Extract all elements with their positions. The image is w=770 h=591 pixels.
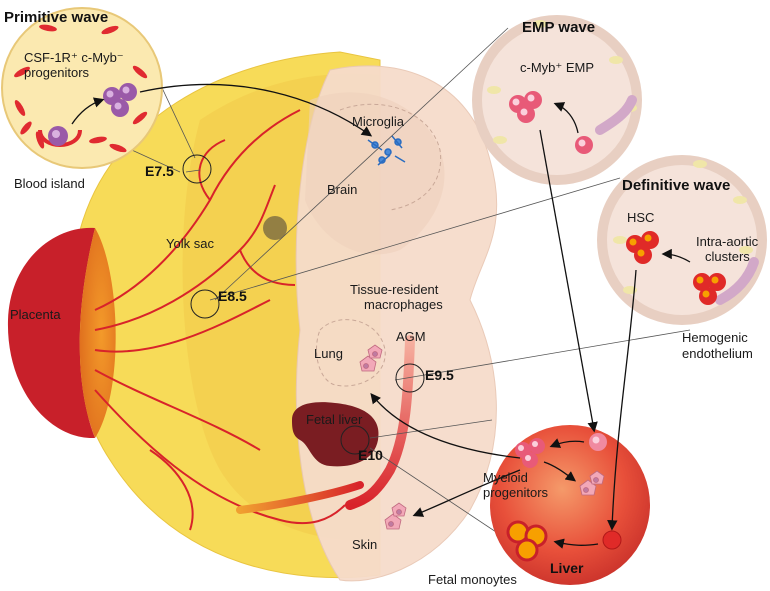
csf-progenitors-label-1: CSF-1R⁺ c-Myb⁻ <box>24 50 124 65</box>
skin-macrophages <box>384 502 407 530</box>
lung-label: Lung <box>314 346 343 361</box>
placenta-label: Placenta <box>10 307 61 322</box>
embryo-head-shading <box>305 92 445 255</box>
definitive-hemogenic-endothelium <box>715 257 759 305</box>
skin-label: Skin <box>352 537 377 552</box>
emp-wave-panel <box>472 15 642 185</box>
myeloid-label-2: progenitors <box>483 485 549 500</box>
yolk-sac-label: Yolk sac <box>166 236 214 251</box>
definitive-inner-arrow <box>661 248 691 263</box>
stage-e75-marker <box>182 154 212 184</box>
liver-inner-arrows <box>543 438 599 549</box>
hsc-label: HSC <box>627 210 654 225</box>
primitive-inner-arrow <box>71 97 105 125</box>
blood-island-label: Blood island <box>14 176 85 191</box>
placenta-outer <box>7 227 96 439</box>
microglia-label: Microglia <box>352 114 405 129</box>
stage-e95-label: E9.5 <box>425 367 454 383</box>
liver-label: Liver <box>550 560 584 576</box>
fetal-monocytes-label: Fetal monoytes <box>428 572 517 587</box>
definitive-vessel-wall <box>613 160 753 294</box>
csf-progenitors-label-2: progenitors <box>24 65 90 80</box>
liver-hsc-cell <box>602 530 622 550</box>
intra-aortic-label-1: Intra-aortic <box>696 234 759 249</box>
emp-hemogenic-endothelium <box>595 95 637 135</box>
lung-outline <box>316 319 386 387</box>
stage-e85-label: E8.5 <box>218 288 247 304</box>
fetal-liver-organ <box>292 402 379 467</box>
fetal-monocyte-cells <box>506 520 548 562</box>
intra-aortic-cluster-cells <box>693 273 726 305</box>
brain-label: Brain <box>327 182 357 197</box>
primitive-rbcs <box>14 24 148 153</box>
emp-cells <box>509 91 593 154</box>
agm-label: AGM <box>396 329 426 344</box>
liver-myeloid-cells <box>515 433 607 468</box>
stage-e10-label: E10 <box>358 447 383 463</box>
emp-wave-title: EMP wave <box>522 19 595 36</box>
tissue-resident-label-2: macrophages <box>364 297 443 312</box>
agm-vessel <box>345 335 415 510</box>
stage-e75-label: E7.5 <box>145 163 174 179</box>
tissue-resident-label-1: Tissue-resident <box>350 282 439 297</box>
vitelline-vessel <box>236 481 364 514</box>
primitive-progenitor-cells <box>103 83 137 117</box>
hemogenic-label-1: Hemogenic <box>682 330 748 345</box>
yolk-sac-dark-spot <box>263 216 287 240</box>
lung-macrophages <box>359 344 383 372</box>
blood-island-cell <box>38 126 82 147</box>
placenta-inner <box>79 228 116 438</box>
liver-macrophage-cells <box>579 470 605 496</box>
hsc-cells <box>626 231 659 264</box>
microglia-cells <box>367 135 406 166</box>
stage-e95-marker <box>395 363 425 393</box>
migration-arrows <box>139 83 637 531</box>
primitive-wave-panel <box>1 7 163 169</box>
cmyb-emp-label: c-Myb⁺ EMP <box>520 60 594 75</box>
hemogenic-label-2: endothelium <box>682 346 753 361</box>
stage-e85-marker <box>190 289 220 319</box>
emp-inner-arrow <box>553 102 579 134</box>
intra-aortic-label-2: clusters <box>705 249 750 264</box>
brain-outline <box>339 103 442 211</box>
fetal-liver-label: Fetal liver <box>306 412 363 427</box>
myeloid-label-1: Myeloid <box>483 470 528 485</box>
definitive-wave-title: Definitive wave <box>622 177 730 194</box>
stage-e10-marker <box>340 425 370 455</box>
primitive-wave-title: Primitive wave <box>4 9 108 26</box>
